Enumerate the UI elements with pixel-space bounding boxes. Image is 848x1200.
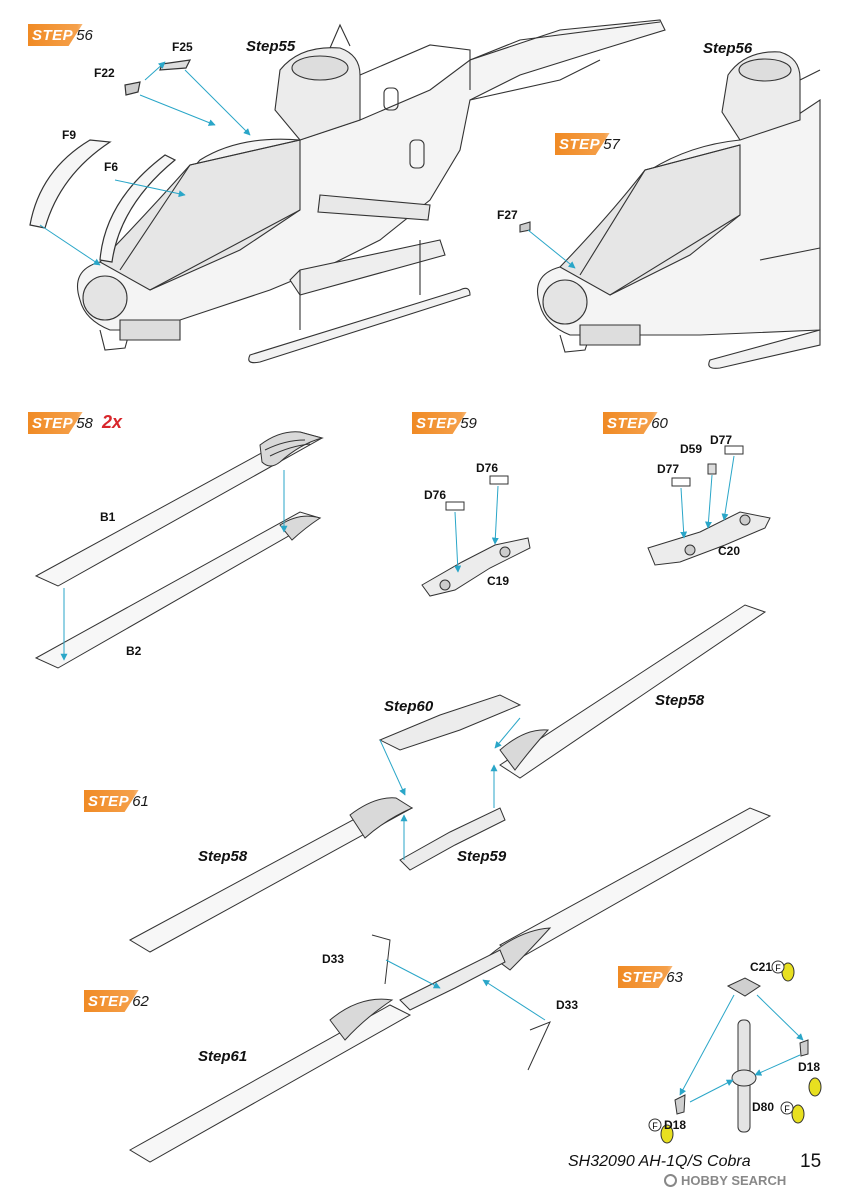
blade-b2 xyxy=(34,511,322,669)
rotor-mast-63 xyxy=(674,977,809,1133)
step-number: 58 xyxy=(76,414,93,432)
step-word: STEP xyxy=(32,26,74,44)
part-c20: C20 xyxy=(718,544,741,558)
step-word: STEP xyxy=(416,414,458,432)
part-d76-right: D76 xyxy=(476,461,499,475)
paint-marker-d18-left: F xyxy=(648,1118,674,1144)
step-number: 61 xyxy=(132,792,149,810)
page-number: 15 xyxy=(800,1151,822,1172)
part-d33-right: D33 xyxy=(556,998,579,1012)
part-f9: F9 xyxy=(62,128,77,142)
kit-title: SH32090 AH-1Q/S Cobra xyxy=(568,1153,751,1170)
ref-step55: Step55 xyxy=(246,38,296,55)
step-word: STEP xyxy=(88,792,130,810)
hub-c19 xyxy=(421,475,531,597)
watermark: HOBBY SEARCH xyxy=(664,1173,786,1188)
step-number: 57 xyxy=(603,135,620,153)
ref-step58-top: Step58 xyxy=(655,692,705,709)
step-number: 56 xyxy=(76,26,93,44)
step-58-multiplier: 2x xyxy=(102,412,123,432)
part-d76-left: D76 xyxy=(424,488,447,502)
part-f6: F6 xyxy=(104,160,119,174)
paint-marker-c21: F xyxy=(771,960,795,982)
canopy-frame-parts xyxy=(29,59,192,263)
part-f25: F25 xyxy=(172,40,193,54)
step-number: 60 xyxy=(651,414,668,432)
step-word: STEP xyxy=(607,414,649,432)
part-c21: C21 xyxy=(750,960,773,974)
part-b2: B2 xyxy=(126,644,142,658)
paint-marker-d80: F xyxy=(780,1101,805,1124)
paint-code-label: F xyxy=(652,1121,658,1131)
paint-code-label: F xyxy=(784,1104,790,1114)
part-f22: F22 xyxy=(94,66,115,80)
assembly-arrows-61 xyxy=(379,717,521,860)
paint-code-label: F xyxy=(775,963,781,973)
assembly-arrows-63 xyxy=(679,994,804,1103)
part-d77-right: D77 xyxy=(710,433,733,447)
part-d80: D80 xyxy=(752,1100,775,1114)
step-word: STEP xyxy=(559,135,601,153)
part-b1: B1 xyxy=(100,510,116,524)
assembly-arrows-59 xyxy=(454,485,499,573)
part-d18-left: D18 xyxy=(664,1118,687,1132)
part-c19: C19 xyxy=(487,574,510,588)
step-number: 59 xyxy=(460,414,477,432)
part-f27: F27 xyxy=(497,208,518,222)
assembly-arrows-56 xyxy=(39,61,251,266)
watermark-logo-icon xyxy=(664,1174,677,1187)
hub-c20 xyxy=(647,445,771,566)
paint-marker-d18-right xyxy=(808,1077,822,1097)
part-d77-left: D77 xyxy=(657,462,680,476)
rotor-blade-assembly-61 xyxy=(128,604,767,953)
assembly-arrows-60 xyxy=(680,455,735,539)
helicopter-front-left xyxy=(76,19,666,364)
step-number: 62 xyxy=(132,992,149,1010)
assembly-arrows-58 xyxy=(60,470,288,661)
step-number: 63 xyxy=(666,968,683,986)
blade-b1 xyxy=(34,431,324,587)
watermark-text: HOBBY SEARCH xyxy=(681,1173,787,1188)
step-word: STEP xyxy=(622,968,664,986)
ref-step61: Step61 xyxy=(198,1048,248,1065)
part-d59: D59 xyxy=(680,442,703,456)
ref-step60: Step60 xyxy=(384,698,434,715)
assembly-arrows-62 xyxy=(385,959,546,1021)
step-word: STEP xyxy=(88,992,130,1010)
part-d33-left: D33 xyxy=(322,952,345,966)
ref-step58-left: Step58 xyxy=(198,848,248,865)
step-word: STEP xyxy=(32,414,74,432)
ref-step56: Step56 xyxy=(703,40,753,57)
rotor-blade-assembly-62 xyxy=(129,807,772,1163)
paint-markers: F F F xyxy=(648,960,822,1144)
part-d18-right: D18 xyxy=(798,1060,821,1074)
ref-step59: Step59 xyxy=(457,848,507,865)
helicopter-front-left-2 xyxy=(519,51,821,369)
assembly-arrows-57 xyxy=(527,229,576,269)
